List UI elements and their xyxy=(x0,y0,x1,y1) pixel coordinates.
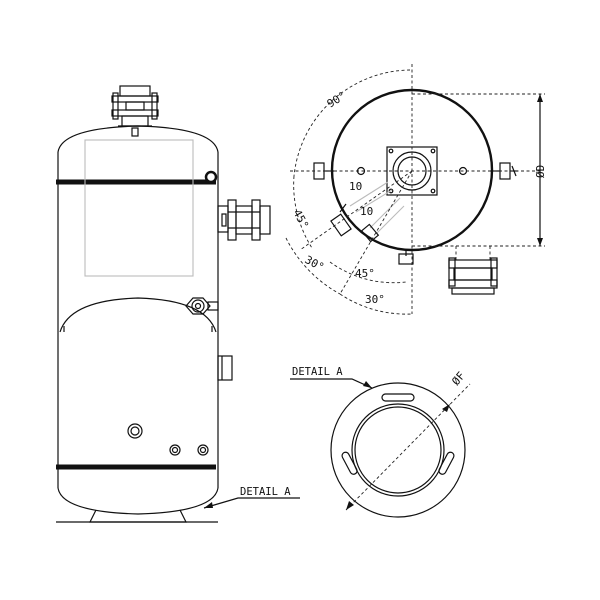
dim-10-a-label: 10 xyxy=(349,180,362,193)
detail-a-label-top: DETAIL A xyxy=(292,366,343,378)
detail-a-label-bottom: DETAIL A xyxy=(240,486,291,498)
detail-a-view: DETAIL A ØF xyxy=(290,366,471,518)
top-view-angled-nozzles xyxy=(330,181,405,243)
lower-port-small-2 xyxy=(197,444,209,456)
lower-port-small-1 xyxy=(169,444,181,456)
dim-d-label: ØD xyxy=(534,165,547,178)
arc-90 xyxy=(293,69,411,177)
detail-a-leader-top xyxy=(290,378,373,389)
angle-45-left-label: 45° xyxy=(290,207,311,231)
inner-baffle-window xyxy=(84,139,194,277)
arc-45-left xyxy=(293,175,313,249)
vessel-top-view: 90° 45° 30° 45° 30° 10 10 ØD xyxy=(285,64,547,315)
hex-fitting-icon xyxy=(185,297,219,315)
arc-30-bottom xyxy=(339,293,413,315)
angle-30-left-label: 30° xyxy=(303,253,327,274)
lower-port-large xyxy=(127,423,143,439)
internal-baffle xyxy=(59,297,217,333)
side-flange-nozzle xyxy=(217,199,271,241)
top-view-shell xyxy=(330,88,494,252)
angle-90-label: 90° xyxy=(325,89,349,111)
arc-30-left xyxy=(285,237,341,295)
vessel-front-view: DETAIL A xyxy=(56,85,300,523)
top-view-flange-assembly xyxy=(448,246,498,295)
top-view-bottom-fitting xyxy=(398,250,414,265)
arc-45-bottom xyxy=(329,261,407,284)
dim-10-b-label: 10 xyxy=(360,205,373,218)
top-nozzle xyxy=(111,85,159,137)
detail-a-inner-ring xyxy=(351,403,445,497)
level-glass-icon xyxy=(204,170,218,184)
angle-45-bottom-label: 45° xyxy=(355,267,375,280)
detail-a-leader-bottom xyxy=(203,497,300,509)
detail-a-slot-right xyxy=(438,451,455,475)
detail-a-slot-top xyxy=(381,393,415,402)
detail-a-outer-ring xyxy=(330,382,466,518)
side-small-nozzle xyxy=(217,355,233,381)
detail-a-slot-left xyxy=(341,451,358,475)
bottom-head xyxy=(57,487,219,515)
dim-f-label: ØF xyxy=(449,369,467,388)
top-head xyxy=(57,125,219,153)
angle-30-bottom-label: 30° xyxy=(365,293,385,306)
